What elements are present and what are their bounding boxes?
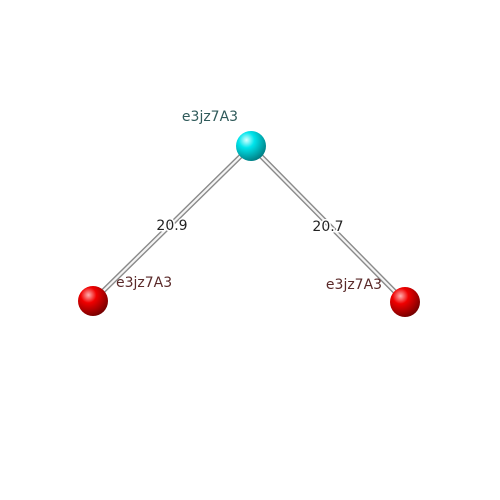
edge-top-right [248,143,408,305]
node-right-sphere [390,287,420,317]
edge-label-top-right: 20.7 [312,219,343,235]
edge-label-top-left: 20.9 [156,218,187,234]
node-top-sphere [236,131,266,161]
node-label-top: e3jz7A3 [182,109,238,125]
node-label-right: e3jz7A3 [326,277,382,293]
edge-top-left [90,143,254,304]
node-label-left: e3jz7A3 [116,275,172,291]
node-left-sphere [78,286,108,316]
